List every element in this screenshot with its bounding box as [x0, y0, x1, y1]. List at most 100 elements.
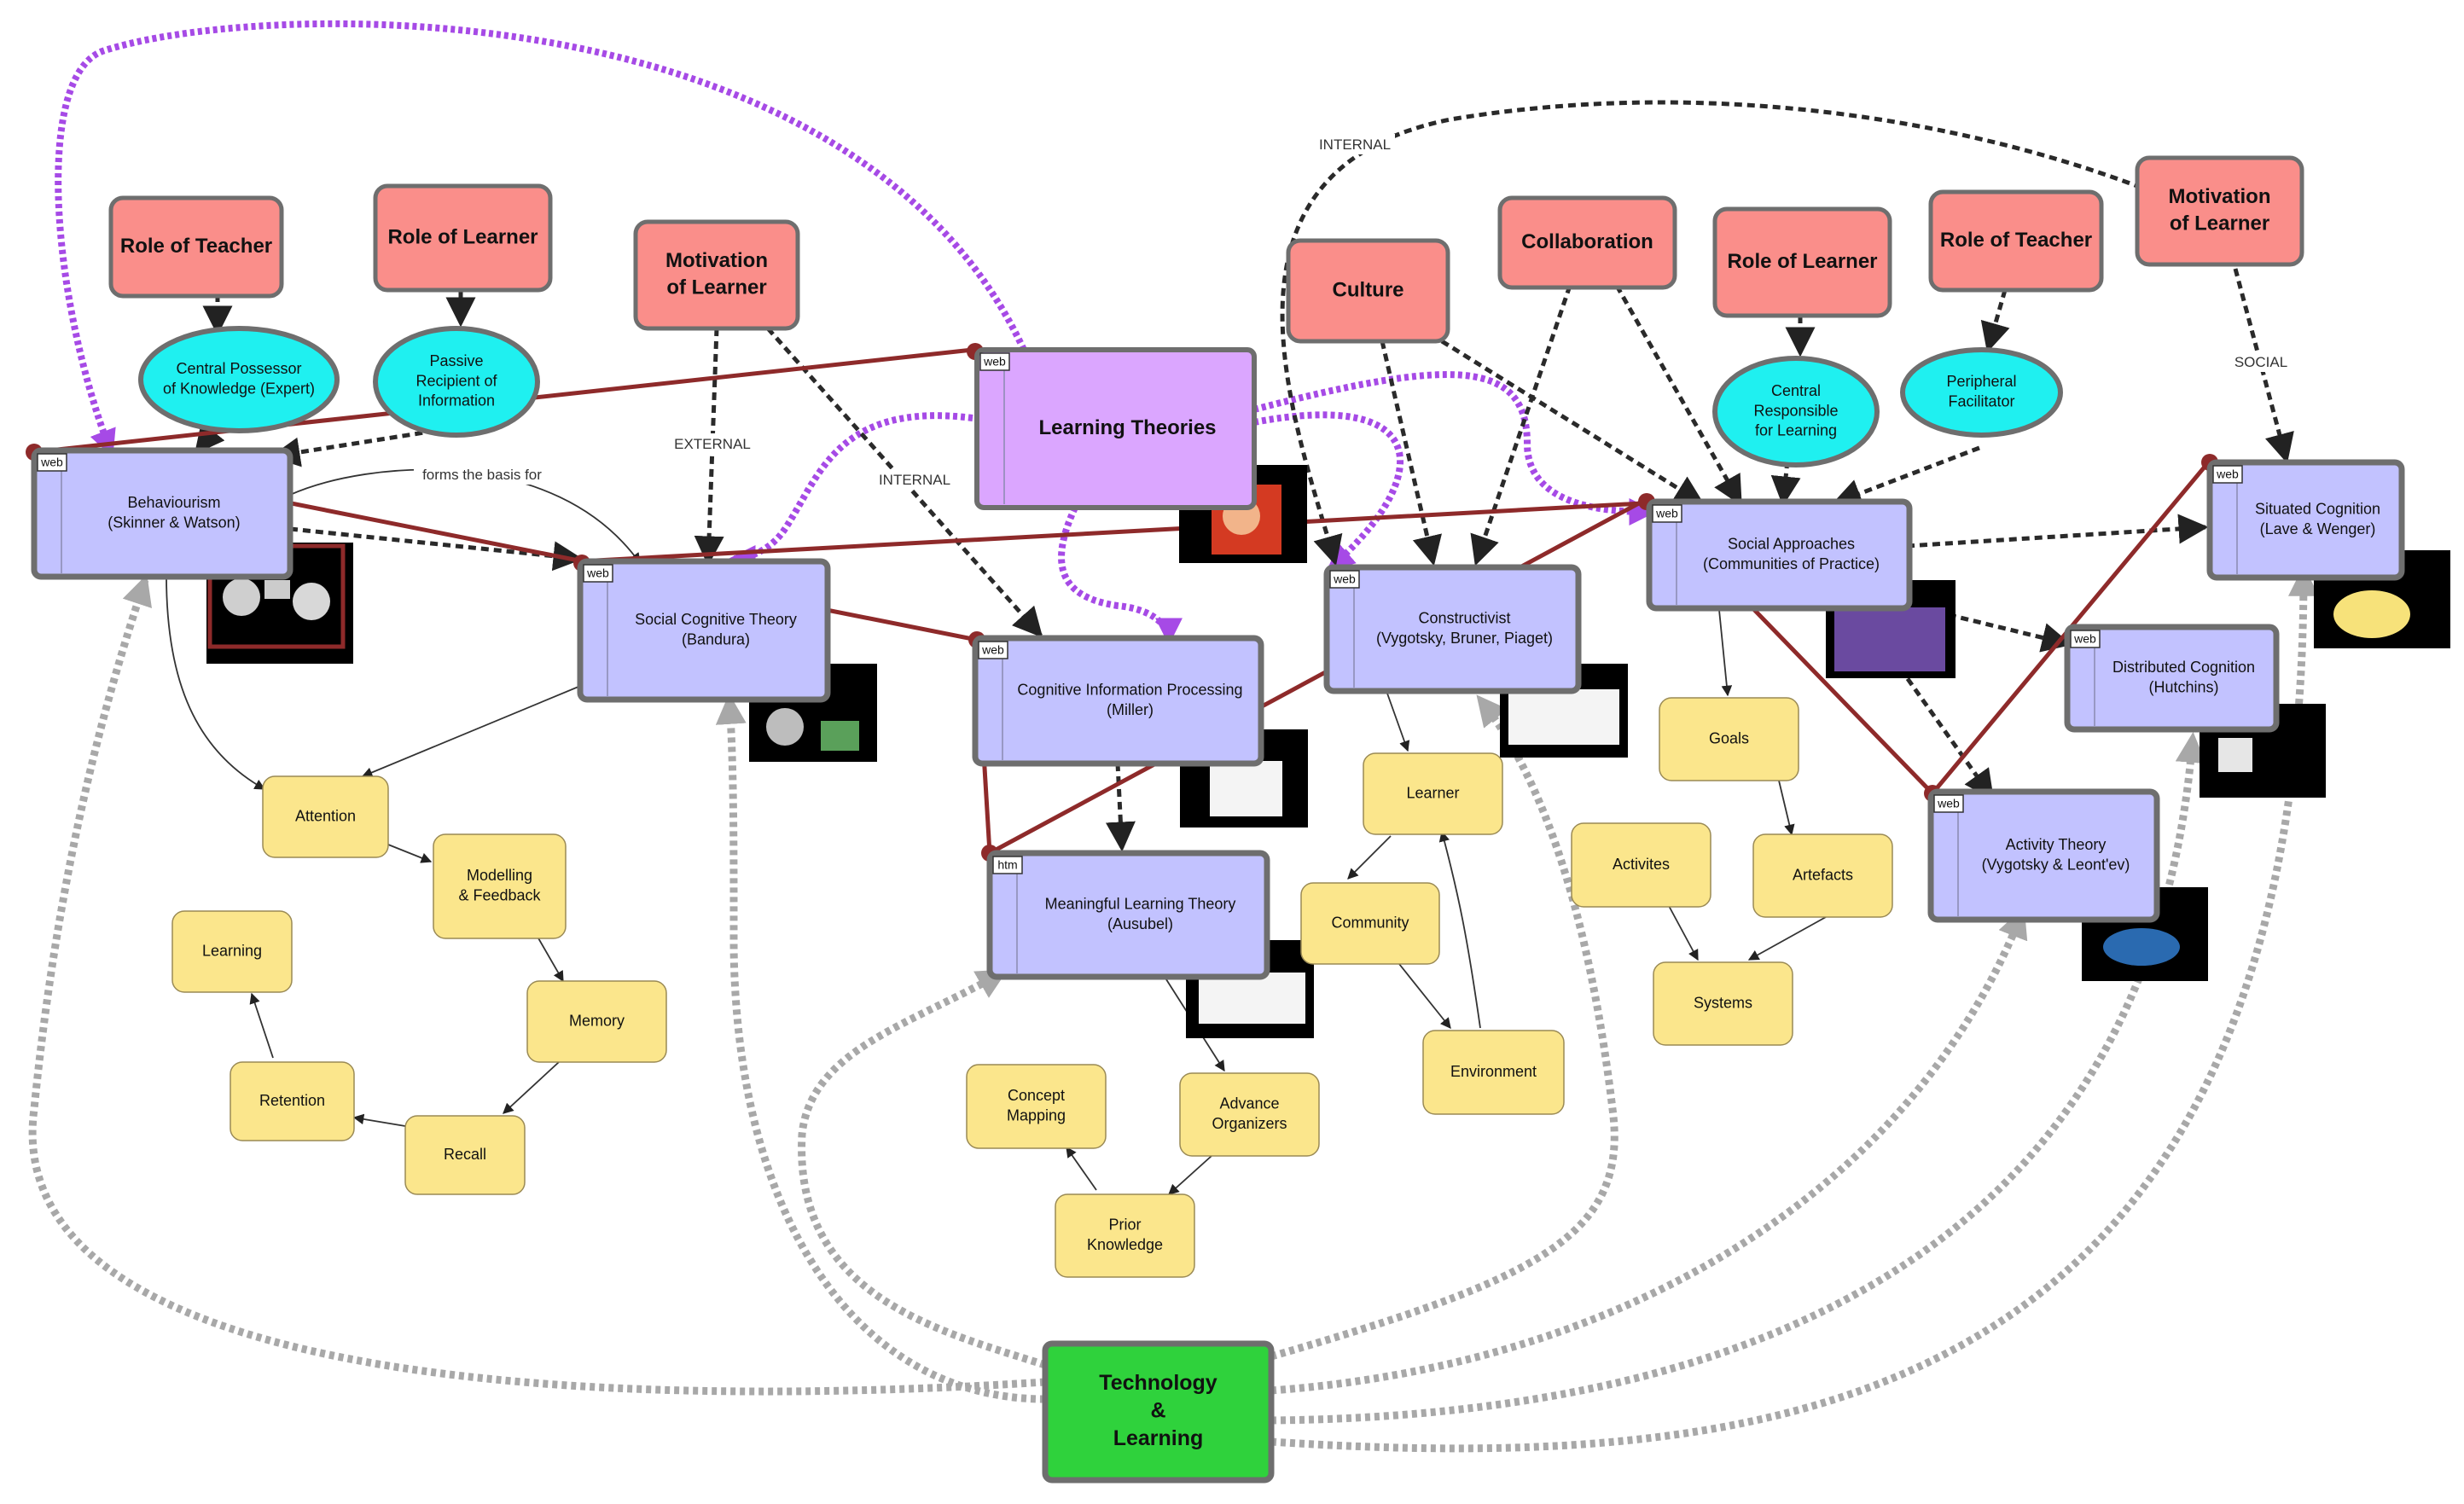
node-label: Modelling: [467, 867, 532, 884]
node-label: & Feedback: [458, 886, 541, 903]
node-role-teacher-right[interactable]: Role of Teacher: [1928, 189, 2104, 293]
node-environment[interactable]: Environment: [1422, 1030, 1565, 1115]
label-internal-left: INTERNAL: [879, 472, 950, 488]
resource-tag-label: htm: [997, 858, 1017, 872]
node-shape: [2135, 155, 2304, 267]
node-learning[interactable]: Learning: [171, 910, 293, 993]
node-label: Information: [418, 392, 495, 409]
node-shape: [1055, 1193, 1195, 1278]
node-role-teacher-left[interactable]: Role of Teacher: [108, 195, 284, 299]
node-technology[interactable]: Technology&Learning: [1042, 1340, 1275, 1484]
node-shape: [1179, 1072, 1320, 1157]
node-role-learner-left[interactable]: Role of Learner: [373, 183, 553, 293]
node-label: Knowledge: [1087, 1236, 1163, 1253]
node-community[interactable]: Community: [1300, 882, 1440, 965]
link-red-meaningful-social: [988, 496, 1648, 856]
node-modelling[interactable]: Modelling & Feedback: [433, 833, 567, 939]
resource-tag-box[interactable]: [37, 453, 67, 472]
thumbnails: [206, 465, 2450, 1038]
node-goals[interactable]: Goals: [1659, 697, 1799, 781]
node-label: Recall: [444, 1146, 486, 1163]
resource-tag-box[interactable]: [979, 352, 1010, 371]
thin-links: [166, 468, 1827, 1195]
node-shape: [633, 219, 800, 331]
resource-tag-box[interactable]: [992, 856, 1023, 874]
node-shape: [972, 635, 1264, 767]
resource-tag-label: web: [2073, 632, 2096, 646]
link-social-goals: [1718, 609, 1733, 697]
node-shape: [1571, 822, 1711, 908]
node-label: Social Approaches: [1728, 536, 1855, 553]
link-socialcog-attention: [361, 682, 590, 778]
node-culture[interactable]: Culture: [1286, 238, 1450, 344]
node-attention[interactable]: Attention: [262, 775, 389, 858]
node-label: Goals: [1709, 729, 1749, 746]
link-goals-artefacts: [1778, 780, 1795, 836]
node-label: (Communities of Practice): [1703, 555, 1880, 572]
label-external: EXTERNAL: [674, 436, 751, 452]
node-label: Learning: [1113, 1426, 1204, 1450]
resource-tag-box[interactable]: [2070, 630, 2101, 648]
node-systems[interactable]: Systems: [1653, 961, 1793, 1046]
node-artefacts[interactable]: Artefacts: [1752, 833, 1893, 918]
link-tech-constructivist: [1270, 694, 1618, 1361]
resource-tag-box[interactable]: [1652, 504, 1682, 523]
node-label: Artefacts: [1793, 866, 1853, 883]
node-role-learner-right[interactable]: Role of Learner: [1712, 206, 1892, 318]
node-label: Situated Cognition: [2255, 501, 2380, 518]
node-collaboration[interactable]: Collaboration: [1497, 195, 1677, 290]
resource-tag-box[interactable]: [2212, 465, 2243, 484]
node-label: Collaboration: [1521, 230, 1653, 253]
resource-tag-box[interactable]: [978, 641, 1008, 659]
node-label: of Learner: [2170, 212, 2269, 235]
node-label: (Miller): [1107, 701, 1154, 718]
node-label: Central: [1771, 382, 1821, 399]
node-label: (Hutchins): [2148, 678, 2218, 695]
node-label: Social Cognitive Theory: [635, 611, 797, 628]
node-shape: [1927, 788, 2160, 923]
resource-tag-box[interactable]: [583, 564, 613, 583]
node-learner[interactable]: Learner: [1363, 752, 1503, 835]
node-label: Activity Theory: [2006, 836, 2107, 853]
node-label: Systems: [1694, 994, 1752, 1011]
node-retention[interactable]: Retention: [230, 1061, 355, 1141]
node-shape: [1497, 195, 1677, 290]
link-memory-recall: [503, 1061, 560, 1114]
link-central-social: [1770, 460, 1801, 507]
node-label: Concept: [1008, 1087, 1065, 1104]
node-label: Behaviourism: [127, 494, 220, 511]
node-activites[interactable]: Activites: [1571, 822, 1711, 908]
node-recall[interactable]: Recall: [404, 1115, 526, 1195]
resource-tag-box[interactable]: [1933, 794, 1964, 813]
node-shape: [108, 195, 284, 299]
node-label: Meaningful Learning Theory: [1045, 896, 1236, 913]
link-tech-social-cognitive: [715, 693, 1046, 1403]
resource-tag-label: web: [981, 643, 1004, 657]
link-hub-social-approaches: [1252, 371, 1657, 526]
resource-tag-box[interactable]: [1329, 570, 1360, 589]
node-label: Prior: [1108, 1217, 1141, 1234]
node-shape: [1900, 347, 2063, 438]
link-cognitive-meaningful: [1105, 763, 1136, 852]
node-label: Organizers: [1212, 1115, 1287, 1132]
node-memory[interactable]: Memory: [526, 980, 667, 1063]
